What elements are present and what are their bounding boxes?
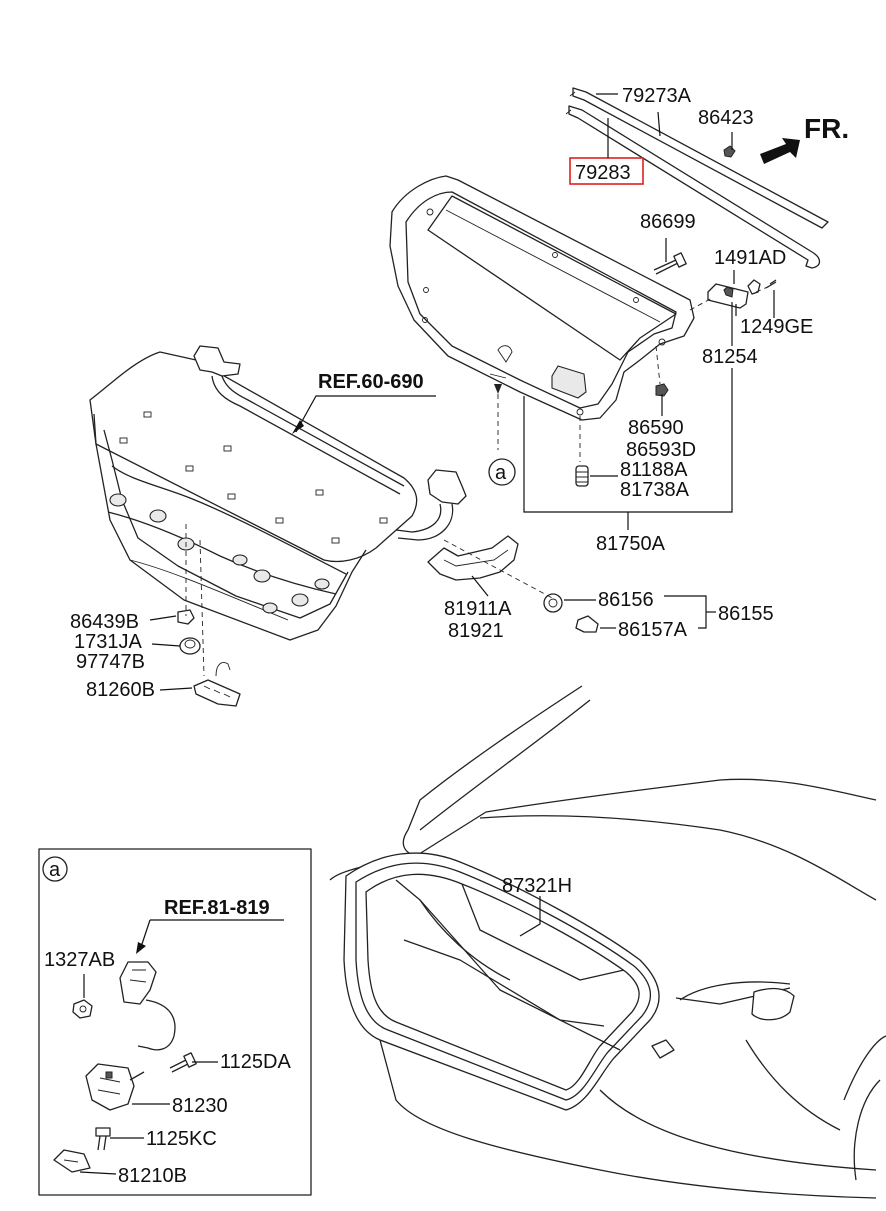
ref-trunk-lid: REF.60-690 <box>318 371 424 393</box>
label-1125DA: 1125DA <box>220 1051 291 1073</box>
label-86593D: 86593D <box>626 439 696 461</box>
label-86423: 86423 <box>698 107 754 129</box>
stopper-86157A <box>575 615 599 633</box>
front-direction-arrow: FR. <box>760 113 849 164</box>
license-lamp-81260B <box>193 662 241 707</box>
hinge-bracket-81911A <box>427 535 519 581</box>
inset-marker-text: a <box>49 859 61 881</box>
trunk-lid-hinge-right <box>395 469 467 541</box>
trunk-lid-hinge-left <box>193 345 405 495</box>
vehicle-rear-body <box>329 685 886 1199</box>
label-81188A: 81188A <box>620 459 688 481</box>
label-1327AB: 1327AB <box>44 949 115 971</box>
label-97747B: 97747B <box>76 651 145 673</box>
stopper-86156 <box>543 593 563 613</box>
bolt-86699 <box>653 252 687 275</box>
label-81260B: 81260B <box>86 679 155 701</box>
label-79273A: 79273A <box>622 85 692 107</box>
assembly-guide-lines <box>185 285 771 677</box>
trunk-lid-trim-panel <box>389 175 695 421</box>
part-labels: 79273A 86423 79283 86699 1491AD 1249GE 8… <box>44 85 813 1187</box>
trunk-lid-outer <box>89 351 418 641</box>
label-1249GE: 1249GE <box>740 316 813 338</box>
callout-a-text: a <box>495 462 507 484</box>
callout-a-marker: a <box>488 458 516 486</box>
label-81254: 81254 <box>702 346 758 368</box>
front-label: FR. <box>804 113 849 144</box>
label-86155: 86155 <box>718 603 774 625</box>
nut-86590 <box>655 383 669 397</box>
trunk-lid-handle-81254 <box>707 279 777 309</box>
label-81738A: 81738A <box>620 479 690 501</box>
detail-inset-a: a <box>38 848 312 1196</box>
label-1731JA: 1731JA <box>74 631 142 653</box>
plug-97747B <box>179 637 201 655</box>
label-81230: 81230 <box>172 1095 228 1117</box>
leader-lines <box>79 93 775 1175</box>
label-81210B: 81210B <box>118 1165 187 1187</box>
label-86590: 86590 <box>628 417 684 439</box>
label-86439B: 86439B <box>70 611 139 633</box>
label-81750A: 81750A <box>596 533 666 555</box>
label-81911A: 81911A <box>444 598 512 620</box>
highlight-box-79283 <box>569 157 644 185</box>
label-81921: 81921 <box>448 620 504 642</box>
bumper-81188A <box>575 465 589 487</box>
label-1125KC: 1125KC <box>146 1128 217 1150</box>
label-86699: 86699 <box>640 211 696 233</box>
label-79283: 79283 <box>575 162 631 184</box>
label-1491AD: 1491AD <box>714 247 786 269</box>
ref-lock: REF.81-819 <box>164 897 270 919</box>
label-86157A: 86157A <box>618 619 688 641</box>
label-86156: 86156 <box>598 589 654 611</box>
torsion-bar-assembly <box>565 87 829 269</box>
plug-86439B <box>177 609 195 625</box>
label-87321H: 87321H <box>502 875 572 897</box>
